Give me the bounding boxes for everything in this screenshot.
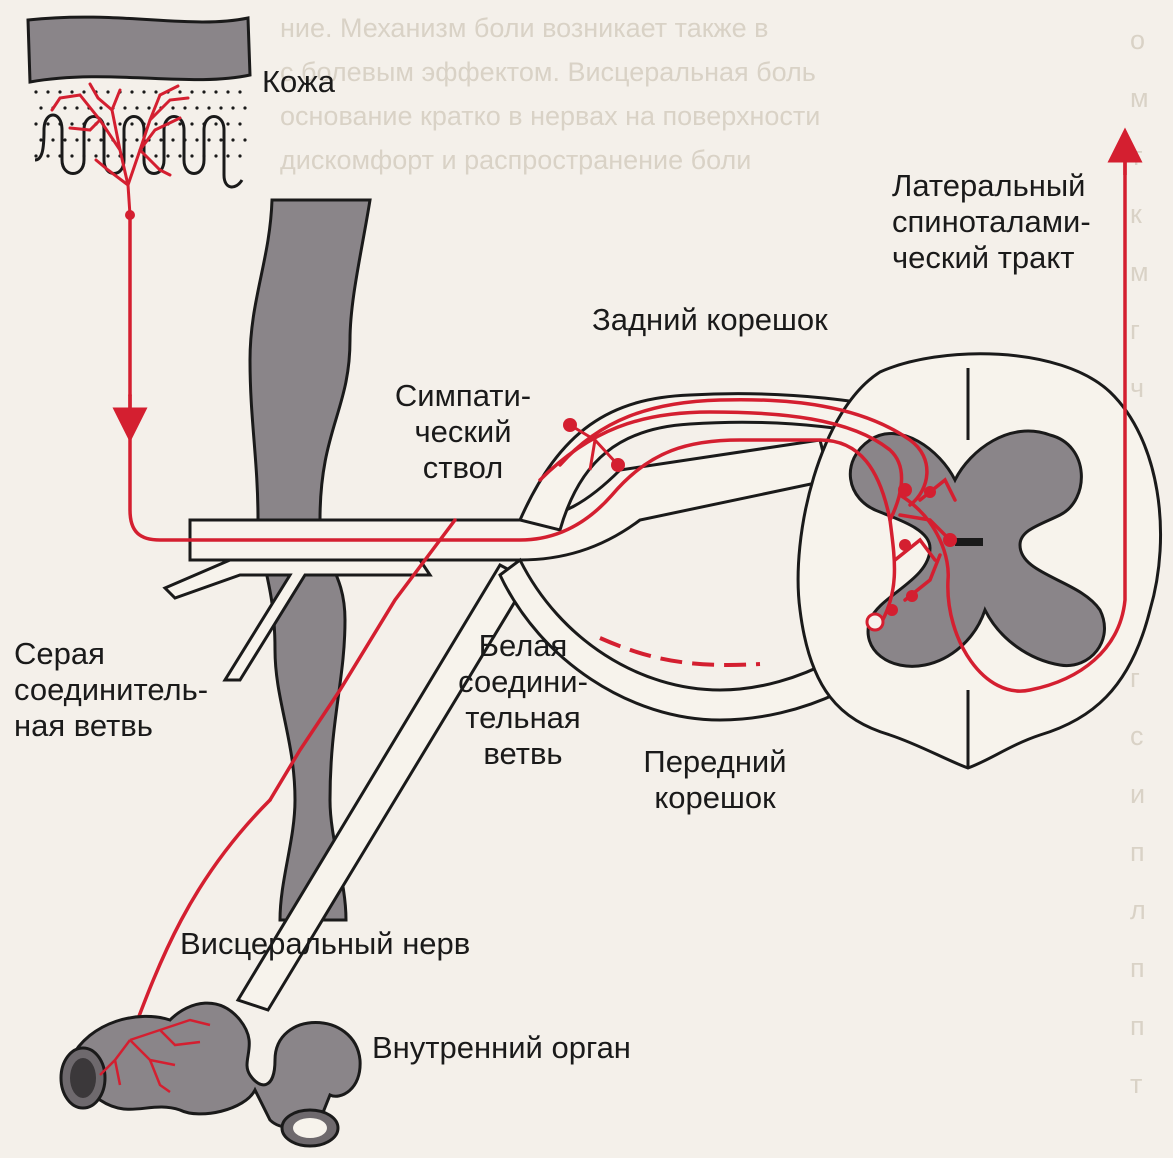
skin-dot [190, 90, 193, 93]
skin-dot [135, 138, 138, 141]
intestine-icon [61, 1003, 360, 1146]
skin-dot [214, 90, 217, 93]
ventral-root-fiber-dashed [600, 638, 760, 665]
visceral-nerve-label: Висцеральный нерв [180, 926, 470, 962]
skin-dot [231, 138, 234, 141]
skin-dot [39, 138, 42, 141]
skin-dot [123, 106, 126, 109]
skin-dot [226, 154, 229, 157]
skin-dot [238, 122, 241, 125]
skin-dot [70, 90, 73, 93]
skin-dot [154, 90, 157, 93]
skin-dot [142, 122, 145, 125]
skin-dot [178, 122, 181, 125]
internal-organ-label: Внутренний орган [372, 1030, 631, 1066]
skin-dot [178, 90, 181, 93]
lateral-tract-label: Латеральный спиноталами- ческий тракт [892, 168, 1091, 276]
skin-dot [82, 90, 85, 93]
skin-dot [214, 122, 217, 125]
skin-dot [214, 154, 217, 157]
skin-dot [243, 106, 246, 109]
skin-dot [46, 90, 49, 93]
skin-dot [135, 106, 138, 109]
skin-dot [219, 138, 222, 141]
skin-dot [190, 154, 193, 157]
skin-dot [75, 106, 78, 109]
skin-dot [238, 90, 241, 93]
skin-dot [219, 106, 222, 109]
skin-dot [94, 154, 97, 157]
skin-dot [130, 154, 133, 157]
skin-dot [58, 154, 61, 157]
skin-dot [58, 90, 61, 93]
skin-dot [70, 122, 73, 125]
skin-dot [63, 138, 66, 141]
skin-dot [130, 90, 133, 93]
skin-dot [226, 122, 229, 125]
skin-dot [226, 90, 229, 93]
skin-dot [87, 138, 90, 141]
skin-dot [202, 122, 205, 125]
skin-dot [106, 122, 109, 125]
skin-dot [190, 122, 193, 125]
spinal-cord-icon [798, 354, 1160, 768]
skin-label: Кожа [262, 64, 335, 100]
skin-dot [63, 106, 66, 109]
skin-dot [99, 106, 102, 109]
skin-dot [183, 138, 186, 141]
skin-dot [159, 138, 162, 141]
skin-dot [231, 106, 234, 109]
skin-dot [130, 122, 133, 125]
skin-dot [39, 106, 42, 109]
skin-dot [70, 154, 73, 157]
skin-dot [106, 154, 109, 157]
skin-dot [195, 138, 198, 141]
skin-dot [183, 106, 186, 109]
skin-dot [82, 122, 85, 125]
skin-dot [178, 154, 181, 157]
skin-dot [207, 138, 210, 141]
skin-dot [195, 106, 198, 109]
skin-dot [238, 154, 241, 157]
skin-dot [171, 138, 174, 141]
skin-dot [202, 90, 205, 93]
skin-dot [46, 122, 49, 125]
skin-dot [118, 122, 121, 125]
gray-ramus-label: Серая соединитель- ная ветвь [14, 636, 208, 744]
skin-dot [82, 154, 85, 157]
skin-dot [51, 138, 54, 141]
skin-receptor-icon [28, 17, 250, 220]
skin-dot [34, 90, 37, 93]
ventral-root-label: Передний корешок [620, 744, 810, 816]
skin-dot [58, 122, 61, 125]
skin-dot [154, 154, 157, 157]
skin-dot [99, 138, 102, 141]
skin-dot [123, 138, 126, 141]
skin-dot [34, 154, 37, 157]
skin-dot [171, 106, 174, 109]
skin-dot [207, 106, 210, 109]
skin-dot [142, 90, 145, 93]
white-ramus-label: Белая соедини- тельная ветвь [428, 628, 618, 772]
skin-dot [202, 154, 205, 157]
skin-dot [75, 138, 78, 141]
sympathetic-trunk-label: Симпати- ческий ствол [368, 378, 558, 486]
skin-dot [243, 138, 246, 141]
skin-dot [166, 154, 169, 157]
skin-dot [34, 122, 37, 125]
skin-dot [106, 90, 109, 93]
skin-dot [147, 106, 150, 109]
skin-dot [46, 154, 49, 157]
dorsal-root-label: Задний корешок [592, 302, 828, 338]
skin-dot [154, 122, 157, 125]
